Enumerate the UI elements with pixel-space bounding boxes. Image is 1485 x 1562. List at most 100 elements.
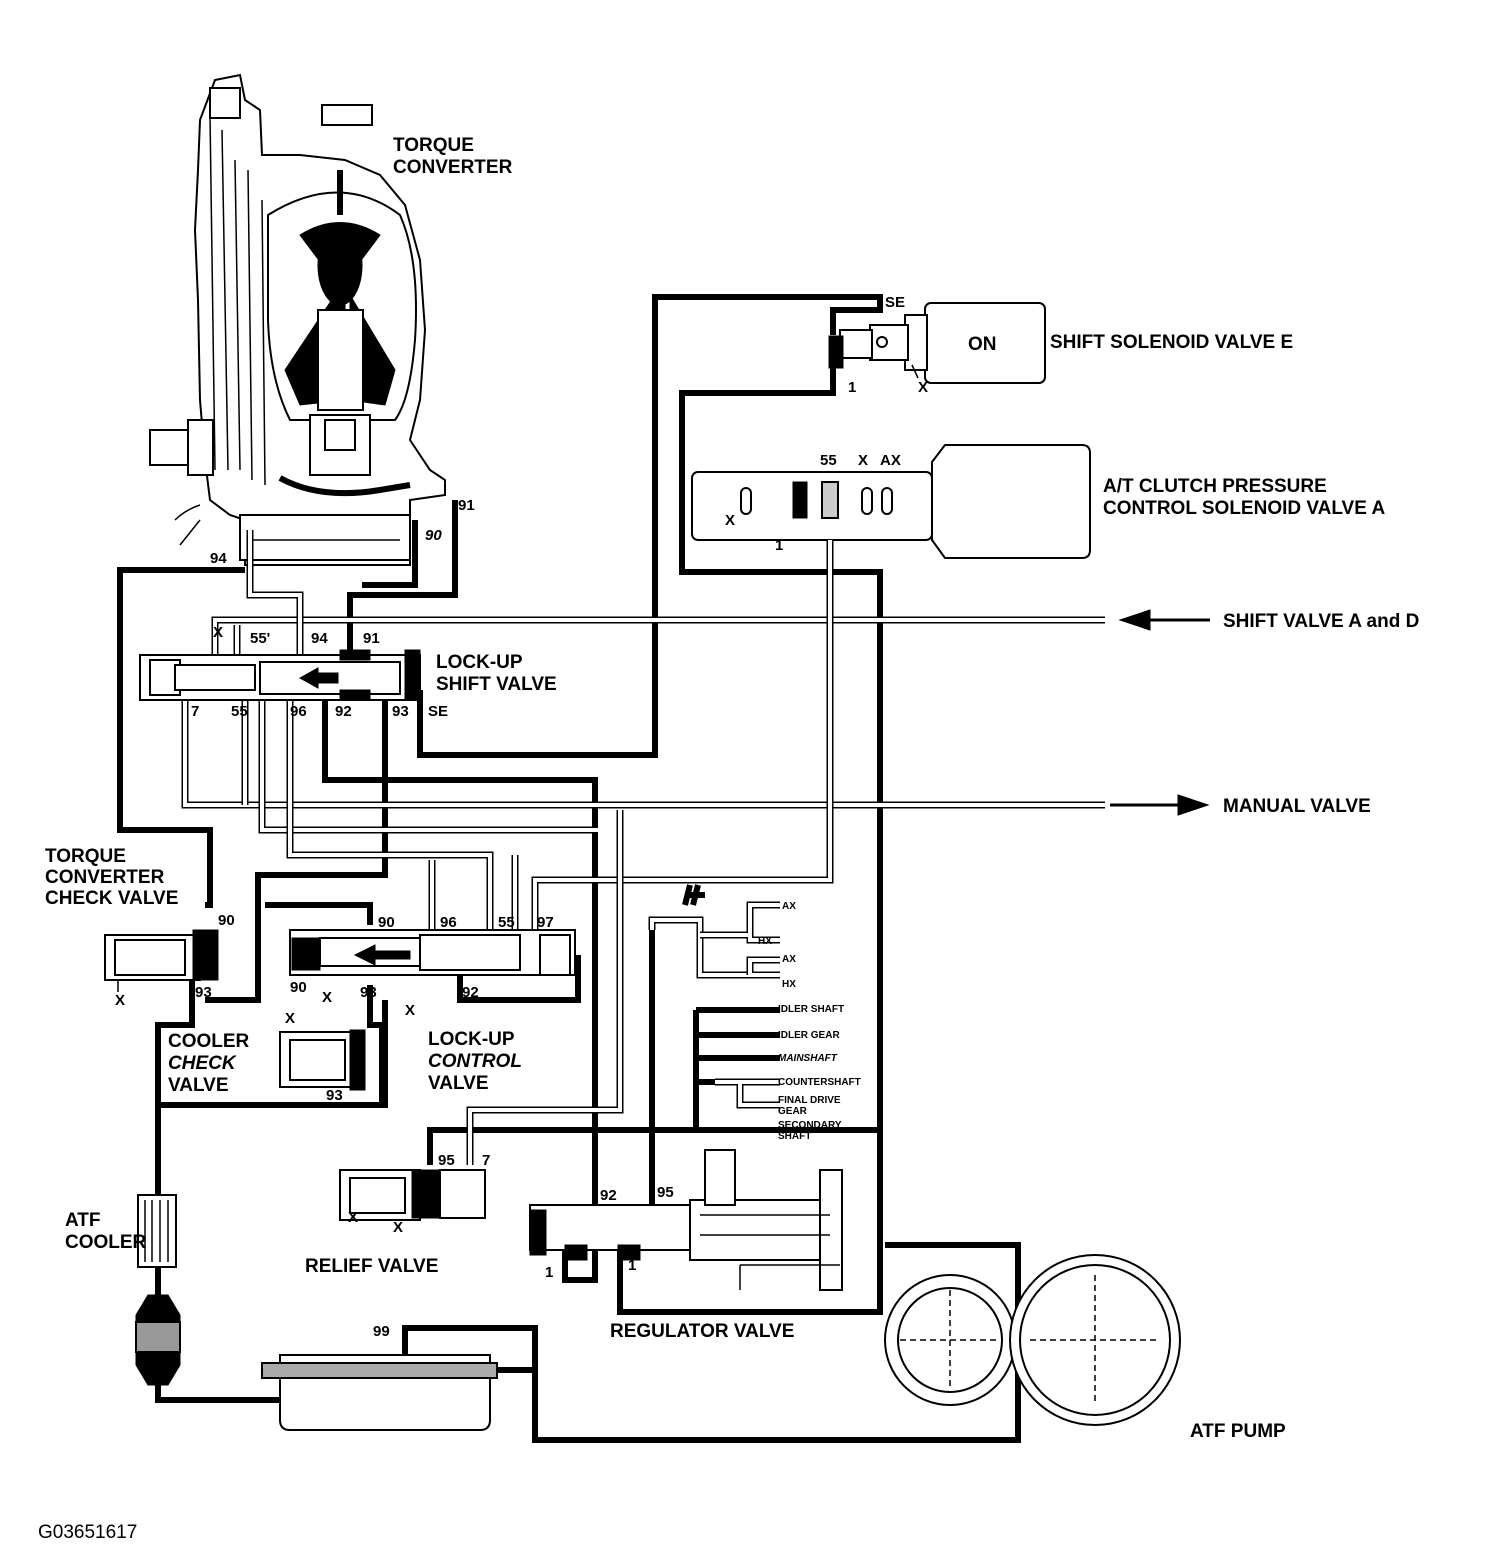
port-lsv-55p: 55' (250, 630, 270, 647)
relief-valve-label: RELIEF VALVE (305, 1256, 438, 1277)
port-lsv-55: 55 (231, 703, 248, 720)
port-tcc-90: 90 (218, 912, 235, 929)
port-at-1: 1 (775, 537, 783, 554)
cooler-check-valve-label-1: COOLER (168, 1031, 250, 1052)
port-rv-x1: X (348, 1209, 358, 1226)
port-labels: SE 1 X 55 X AX X 1 91 90 94 X 55' 94 91 … (115, 294, 928, 1340)
port-ccv-x: X (285, 1010, 295, 1027)
port-at-x: X (858, 452, 868, 469)
port-lcv-97: 97 (537, 914, 554, 931)
port-lcv-xb: X (405, 1002, 415, 1019)
port-reg-95: 95 (657, 1184, 674, 1201)
port-lcv-90b: 90 (290, 979, 307, 996)
port-lcv-55: 55 (498, 914, 515, 931)
shift-solenoid-valve-e (828, 302, 1046, 384)
port-lcv-96: 96 (440, 914, 457, 931)
lube-secondary-2: SHAFT (778, 1131, 811, 1142)
manual-valve-label: MANUAL VALVE (1223, 796, 1371, 817)
lube-hx-1: HX (758, 936, 772, 947)
atf-cooler (137, 1194, 177, 1268)
lube-countershaft: COUNTERSHAFT (778, 1077, 861, 1088)
port-se-top: SE (885, 294, 905, 311)
thick-fluid-lines (117, 294, 1021, 1443)
atf-filter (135, 1294, 181, 1386)
port-rv-x2: X (393, 1219, 403, 1236)
manual-valve-arrow-icon (1110, 794, 1210, 816)
port-reg-92: 92 (600, 1187, 617, 1204)
figure-id: G03651617 (38, 1522, 137, 1543)
lockup-control-valve (289, 929, 576, 976)
lockup-shift-valve-label-2: SHIFT VALVE (436, 674, 557, 695)
lockup-control-valve-label-1: LOCK-UP (428, 1029, 515, 1050)
lube-idler-shaft: IDLER SHAFT (778, 1004, 844, 1015)
at-clutch-label-2: CONTROL SOLENOID VALVE A (1103, 498, 1385, 519)
lube-secondary-1: SECONDARY (778, 1120, 842, 1131)
port-tc-94: 94 (210, 550, 227, 567)
lockup-control-valve-label-2: CONTROL (428, 1051, 522, 1072)
port-rv-95: 95 (438, 1152, 455, 1169)
at-clutch-pressure-control-solenoid (691, 444, 1091, 559)
port-reg-1b: 1 (628, 1257, 636, 1274)
lube-idler-gear: IDLER GEAR (778, 1030, 840, 1041)
port-lcv-92: 92 (462, 984, 479, 1001)
lube-orifice (682, 884, 705, 906)
port-tc-90: 90 (425, 527, 442, 544)
port-lcv-93: 93 (360, 984, 377, 1001)
cooler-check-valve-label-3: VALVE (168, 1075, 229, 1096)
lube-final-drive-2: GEAR (778, 1106, 808, 1117)
tc-check-valve-label-1: TORQUE (45, 846, 126, 867)
lube-ax-1: AX (782, 901, 796, 912)
port-tcc-93: 93 (195, 984, 212, 1001)
double-fluid-lines (181, 530, 1105, 1165)
shift-solenoid-e-label: SHIFT SOLENOID VALVE E (1050, 332, 1293, 353)
shift-valve-ad-label: SHIFT VALVE A and D (1223, 611, 1419, 632)
atf-pump (884, 1254, 1181, 1426)
port-at-55: 55 (820, 452, 837, 469)
port-rv-7: 7 (482, 1152, 490, 1169)
port-lsv-96: 96 (290, 703, 307, 720)
lockup-shift-valve-label-1: LOCK-UP (436, 652, 523, 673)
regulator-valve (529, 1149, 843, 1291)
port-lsv-7: 7 (191, 703, 199, 720)
lockup-control-valve-label-3: VALVE (428, 1073, 489, 1094)
port-at-xl: X (725, 512, 735, 529)
atf-cooler-label-1: ATF (65, 1210, 101, 1231)
torque-converter-label-1: TORQUE (393, 135, 474, 156)
torque-converter-label-2: CONVERTER (393, 157, 513, 178)
port-lcv-90: 90 (378, 914, 395, 931)
at-clutch-label-1: A/T CLUTCH PRESSURE (1103, 476, 1327, 497)
relief-valve (339, 1169, 486, 1221)
regulator-valve-label: REGULATOR VALVE (610, 1321, 794, 1342)
port-sol-e-1: 1 (848, 379, 856, 396)
port-lsv-92: 92 (335, 703, 352, 720)
tc-check-valve-label-3: CHECK VALVE (45, 888, 178, 909)
port-lsv-x: X (213, 624, 223, 641)
port-lsv-93: 93 (392, 703, 409, 720)
lockup-shift-valve (139, 649, 421, 701)
cooler-check-valve (279, 1029, 366, 1091)
solenoid-on-state: ON (968, 334, 997, 355)
lube-hx-2: HX (782, 979, 796, 990)
port-cooler-99: 99 (373, 1323, 390, 1340)
port-tc-91: 91 (458, 497, 475, 514)
torque-converter (149, 73, 446, 566)
lube-ax-2: AX (782, 954, 796, 965)
tc-check-valve-label-2: CONVERTER (45, 867, 165, 888)
torque-converter-check-valve (104, 929, 219, 992)
shift-valve-arrow-icon (1118, 609, 1210, 631)
atf-cooler-label-2: COOLER (65, 1232, 147, 1253)
port-ccv-93: 93 (326, 1087, 343, 1104)
lube-point-labels: AX HX AX HX IDLER SHAFT IDLER GEAR MAINS… (758, 901, 861, 1142)
port-sol-e-x: X (918, 379, 928, 396)
port-lcv-x: X (322, 989, 332, 1006)
lube-final-drive-1: FINAL DRIVE (778, 1095, 841, 1106)
port-lsv-94: 94 (311, 630, 328, 647)
lube-mainshaft: MAINSHAFT (778, 1053, 838, 1064)
port-lsv-91: 91 (363, 630, 380, 647)
cooler-check-valve-label-2: CHECK (168, 1053, 237, 1074)
port-reg-1a: 1 (545, 1264, 553, 1281)
atf-strainer (261, 1354, 498, 1431)
port-lsv-se: SE (428, 703, 448, 720)
port-tcc-x: X (115, 992, 125, 1009)
